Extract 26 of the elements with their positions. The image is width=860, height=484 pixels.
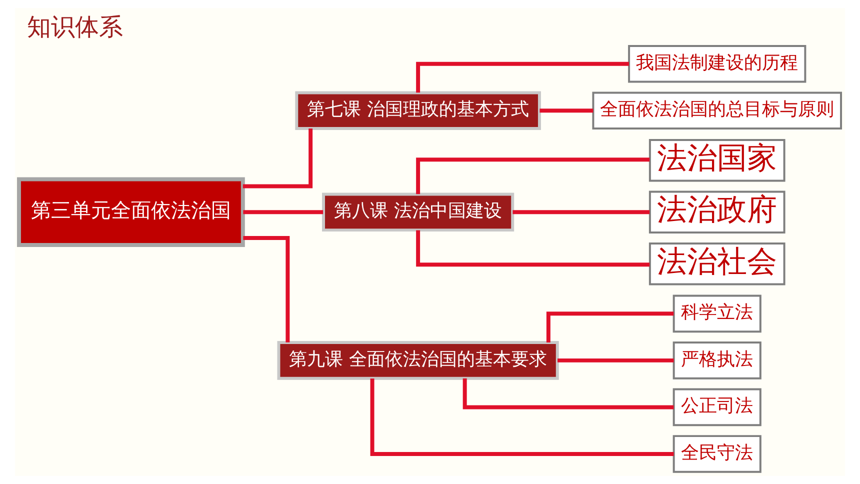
node-box: 第八课 法治中国建设 bbox=[322, 192, 514, 232]
connector bbox=[512, 210, 650, 214]
connector bbox=[416, 230, 650, 267]
node-box: 法治国家 bbox=[648, 139, 786, 182]
connector bbox=[462, 378, 674, 410]
node-box: 全面依法治国的总目标与原则 bbox=[592, 92, 842, 130]
node-box: 公正司法 bbox=[672, 388, 762, 426]
node-box: 第七课 治国理政的基本方式 bbox=[295, 91, 541, 130]
node-box: 严格执法 bbox=[672, 342, 762, 380]
connector bbox=[370, 378, 674, 456]
connector bbox=[416, 158, 650, 194]
node-box: 法治政府 bbox=[648, 190, 786, 234]
connector bbox=[416, 62, 629, 93]
connector bbox=[242, 128, 313, 188]
connector bbox=[243, 210, 324, 214]
diagram-title: 知识体系 bbox=[27, 15, 124, 42]
node-box: 法治社会 bbox=[648, 242, 786, 286]
connector bbox=[243, 236, 290, 342]
node-box: 全民守法 bbox=[672, 435, 762, 473]
node-box: 科学立法 bbox=[672, 294, 762, 333]
connector bbox=[540, 108, 594, 113]
connector bbox=[558, 358, 674, 362]
connector bbox=[546, 312, 674, 342]
node-box: 第九课 全面依法治国的基本要求 bbox=[277, 341, 559, 380]
node-box: 我国法制建设的历程 bbox=[628, 44, 806, 83]
node-box: 第三单元全面依法治国 bbox=[17, 177, 245, 247]
